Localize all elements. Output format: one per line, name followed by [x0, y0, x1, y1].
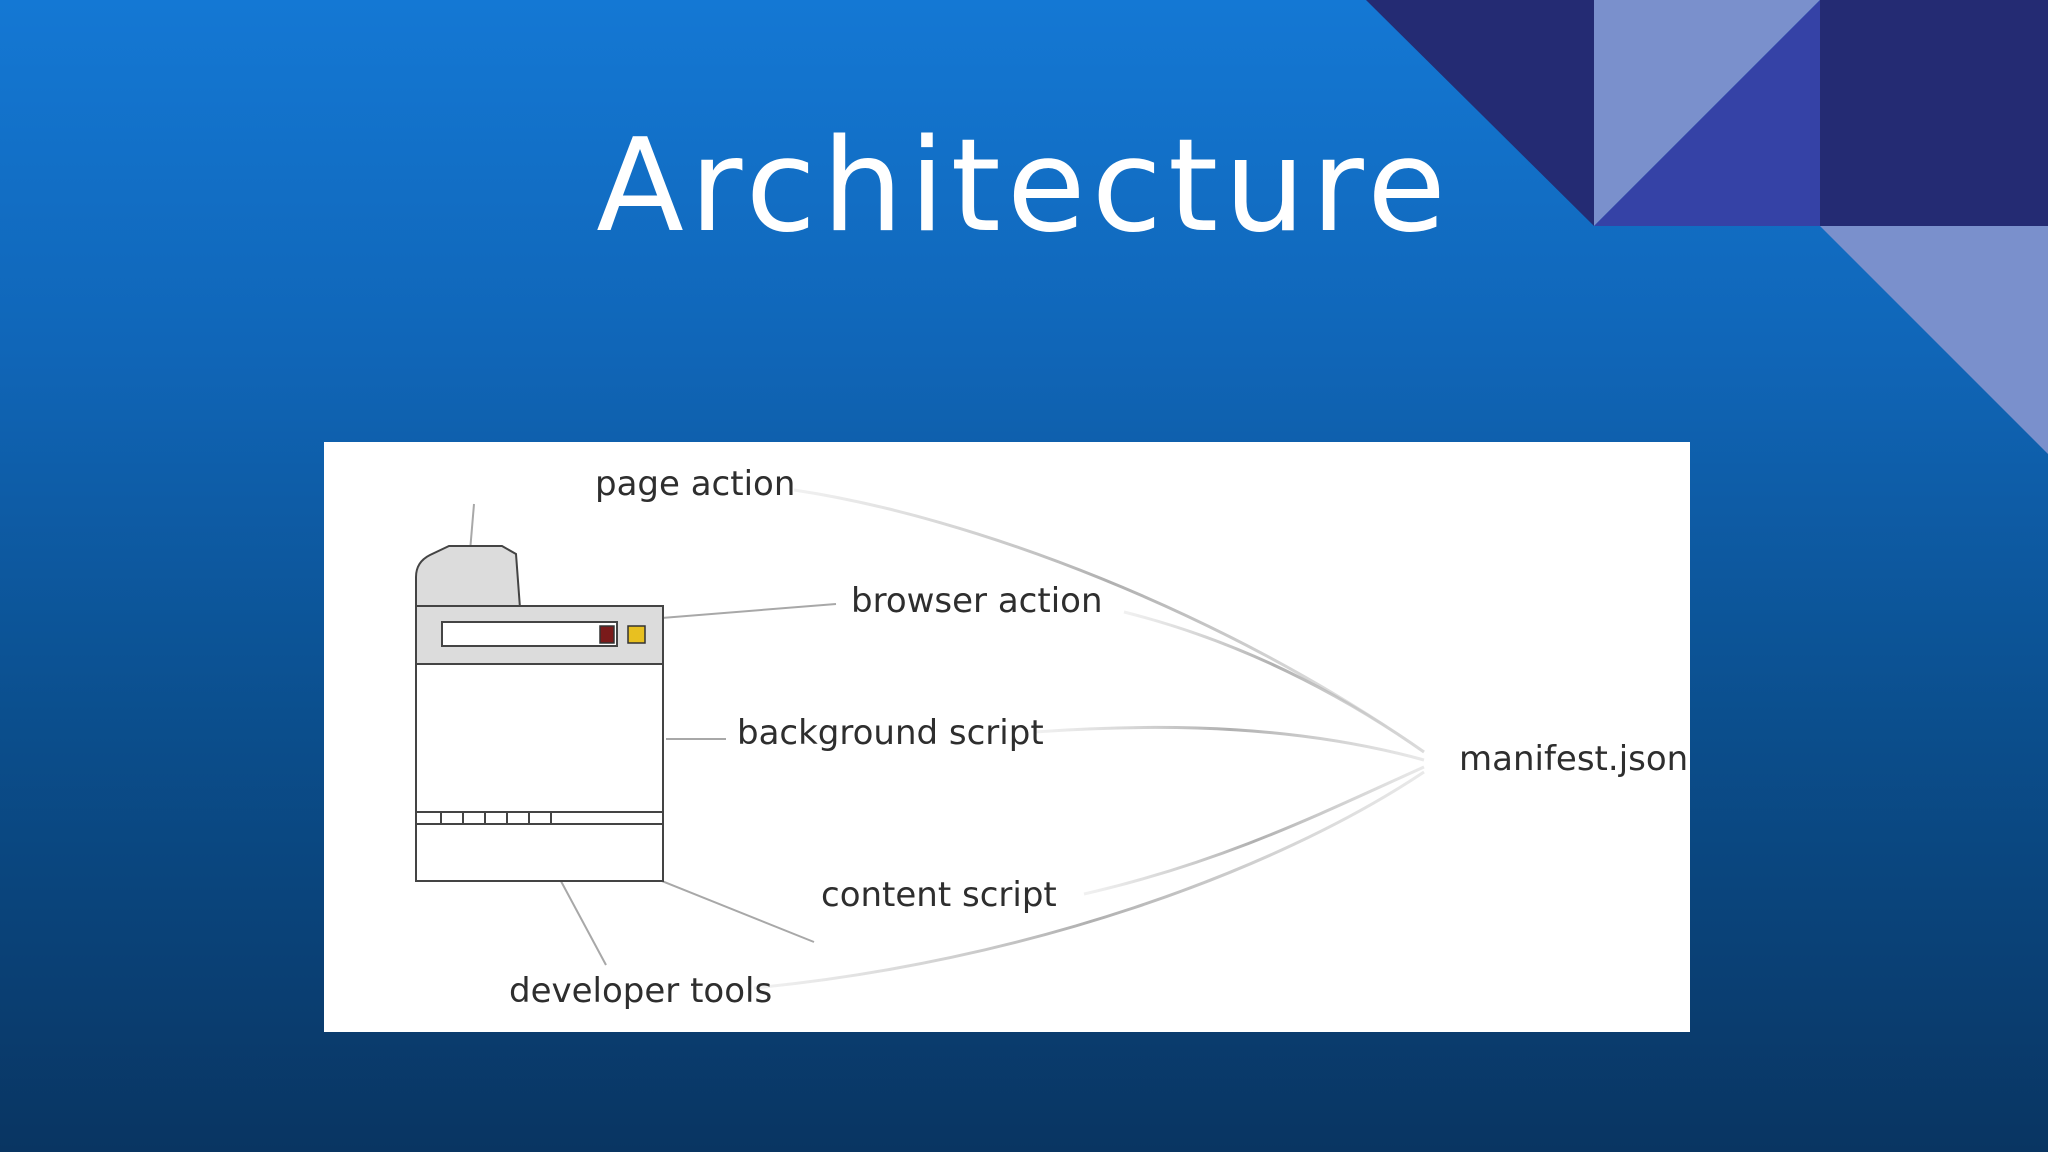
page-action-icon — [599, 625, 615, 644]
browser-action-icon — [627, 625, 646, 644]
label-developer-tools: developer tools — [509, 971, 773, 1011]
label-content-script: content script — [821, 875, 1057, 915]
browser-page-area — [415, 663, 664, 882]
devtools-tabs — [440, 812, 552, 824]
label-manifest-json: manifest.json — [1459, 739, 1689, 779]
manifest-connectors — [753, 488, 1425, 990]
browser-window-icon — [415, 545, 664, 882]
connector-background-manifest — [1033, 725, 1425, 762]
slide-title: Architecture — [596, 112, 1452, 261]
connector-devtools-manifest — [753, 770, 1425, 990]
browser-address-bar — [441, 621, 618, 647]
browser-tab-shape — [415, 545, 522, 610]
label-page-action: page action — [595, 464, 796, 504]
connector-content-manifest — [1083, 765, 1425, 896]
architecture-diagram: page action browser action background sc… — [324, 442, 1690, 1032]
connector-browser-action-manifest — [1123, 610, 1425, 754]
label-background-script: background script — [737, 713, 1044, 753]
label-browser-action: browser action — [851, 581, 1103, 621]
